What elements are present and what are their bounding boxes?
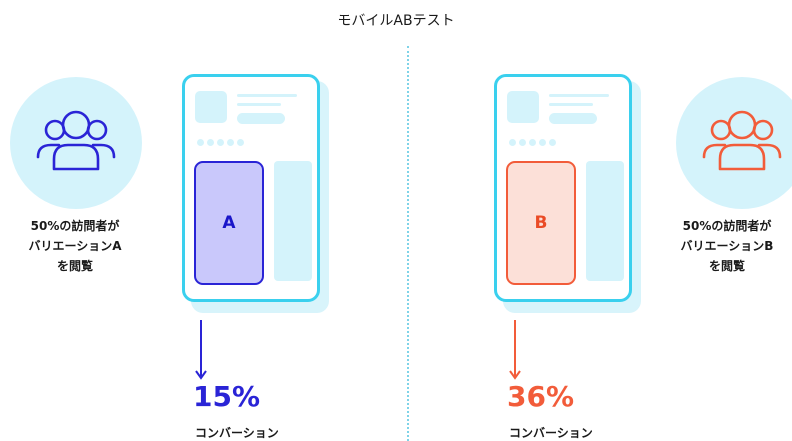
placeholder-line bbox=[237, 103, 281, 106]
placeholder-side-panel bbox=[274, 161, 312, 281]
placeholder-dot bbox=[519, 139, 526, 146]
phone-a-mockup: A bbox=[182, 74, 320, 302]
placeholder-dot bbox=[197, 139, 204, 146]
placeholder-pill bbox=[237, 113, 285, 124]
placeholder-pill bbox=[549, 113, 597, 124]
placeholder-image bbox=[507, 91, 539, 123]
diagram-title: モバイルABテスト bbox=[337, 13, 455, 29]
variant-a-label: A bbox=[222, 213, 236, 233]
placeholder-line bbox=[237, 94, 297, 97]
placeholder-line bbox=[549, 103, 593, 106]
visitors-b-line3: を閲覧 bbox=[708, 259, 745, 273]
conversion-rate-b: 36% bbox=[507, 380, 575, 413]
phone-b-mockup: B bbox=[494, 74, 632, 302]
conversion-label-b: コンバーション bbox=[509, 426, 593, 440]
placeholder-side-panel bbox=[586, 161, 624, 281]
users-group-icon bbox=[702, 110, 782, 171]
placeholder-line bbox=[549, 94, 609, 97]
placeholder-image bbox=[195, 91, 227, 123]
placeholder-dot bbox=[509, 139, 516, 146]
visitors-b-line2: バリエーションB bbox=[680, 239, 774, 253]
visitors-a-line3: を閲覧 bbox=[56, 259, 93, 273]
placeholder-dot bbox=[549, 139, 556, 146]
visitors-b-circle bbox=[676, 77, 792, 209]
arrow-down-b bbox=[509, 320, 521, 380]
placeholder-dot bbox=[217, 139, 224, 146]
placeholder-dot bbox=[227, 139, 234, 146]
variant-b-label: B bbox=[534, 213, 548, 233]
variant-b-box: B bbox=[506, 161, 576, 285]
visitors-a-circle bbox=[10, 77, 142, 209]
conversion-rate-a: 15% bbox=[193, 380, 261, 413]
visitors-a-line2: バリエーションA bbox=[28, 239, 122, 253]
visitors-a-text: 50%の訪問者が バリエーションA を閲覧 bbox=[10, 216, 140, 276]
visitors-b-line1: 50%の訪問者が bbox=[682, 219, 772, 233]
variant-a-box: A bbox=[194, 161, 264, 285]
users-group-icon bbox=[36, 110, 116, 171]
center-divider bbox=[407, 46, 409, 441]
placeholder-dot bbox=[529, 139, 536, 146]
visitors-a-line1: 50%の訪問者が bbox=[30, 219, 120, 233]
visitors-b-text: 50%の訪問者が バリエーションB を閲覧 bbox=[662, 216, 792, 276]
placeholder-dot bbox=[207, 139, 214, 146]
arrow-down-a bbox=[195, 320, 207, 380]
placeholder-dot bbox=[539, 139, 546, 146]
placeholder-dot bbox=[237, 139, 244, 146]
conversion-label-a: コンバーション bbox=[195, 426, 279, 440]
